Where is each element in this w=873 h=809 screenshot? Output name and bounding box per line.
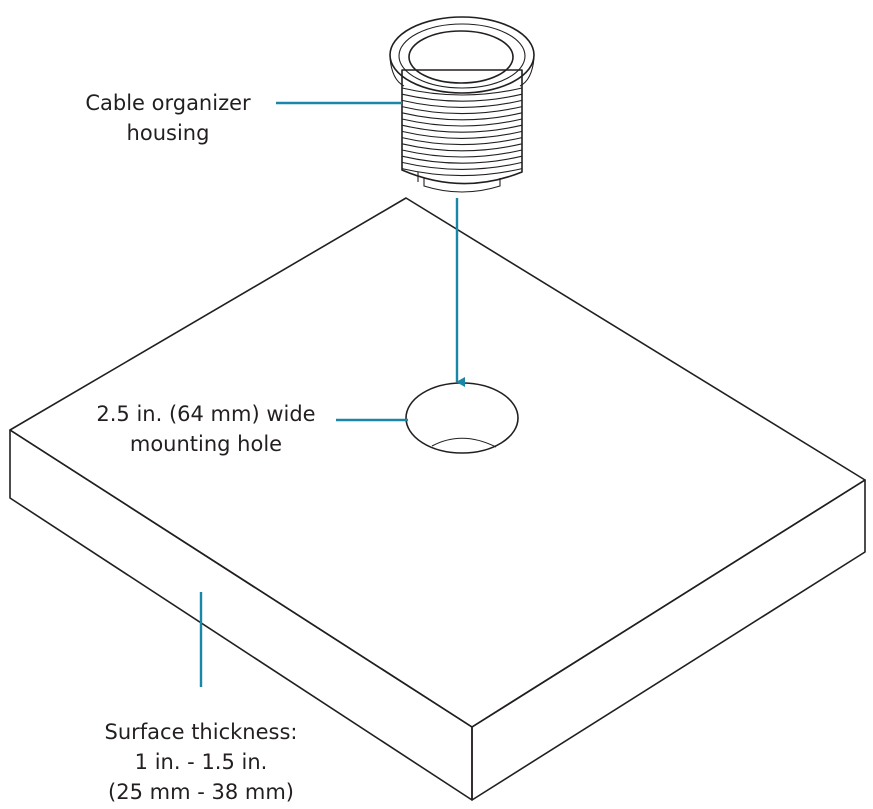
thread-ring xyxy=(401,124,523,133)
label-housing-line1: Cable organizer xyxy=(85,91,251,115)
surface-left-face xyxy=(9,429,473,801)
thread-ring xyxy=(401,87,523,96)
thread-ring xyxy=(401,99,523,108)
label-housing-line2: housing xyxy=(127,121,210,145)
surface-top-face xyxy=(9,197,866,728)
label-thickness-line1: Surface thickness: xyxy=(105,720,298,744)
callouts xyxy=(199,101,465,687)
thread-ring xyxy=(401,112,523,121)
label-hole: 2.5 in. (64 mm) wide mounting hole xyxy=(96,402,315,456)
label-housing: Cable organizer housing xyxy=(85,91,251,145)
mounting-surface xyxy=(9,197,866,801)
thread-ring xyxy=(401,137,523,146)
label-thickness-line2: 1 in. - 1.5 in. xyxy=(135,750,268,774)
label-hole-line1: 2.5 in. (64 mm) wide xyxy=(96,402,315,426)
label-thickness: Surface thickness: 1 in. - 1.5 in. (25 m… xyxy=(105,720,298,804)
label-thickness-line3: (25 mm - 38 mm) xyxy=(108,780,294,804)
thread-ring xyxy=(401,93,523,102)
thread-ring xyxy=(401,149,523,158)
cable-organizer-housing xyxy=(389,16,535,193)
thread-ring xyxy=(401,130,523,139)
thread-ring xyxy=(401,106,523,115)
housing-threads xyxy=(401,87,523,177)
label-hole-line2: mounting hole xyxy=(130,432,282,456)
thread-ring xyxy=(401,143,523,152)
thread-ring xyxy=(401,155,523,164)
surface-right-face xyxy=(471,479,866,801)
thread-ring xyxy=(401,168,523,177)
mounting-hole xyxy=(405,382,519,454)
thread-ring xyxy=(401,118,523,127)
thread-ring xyxy=(401,161,523,170)
